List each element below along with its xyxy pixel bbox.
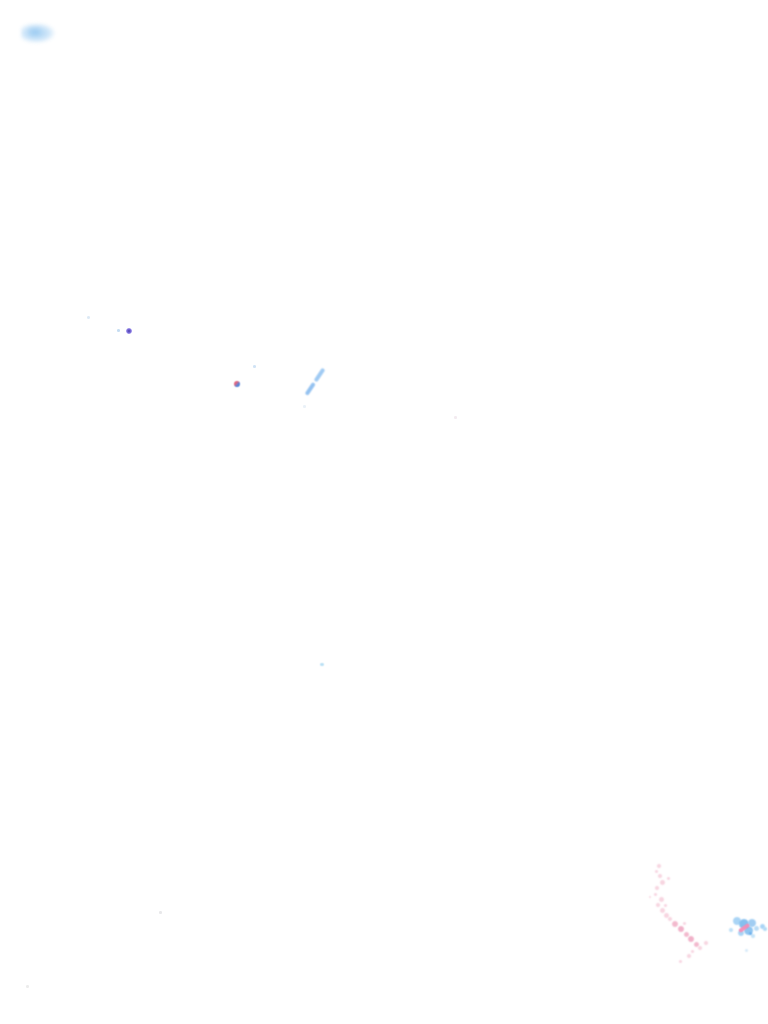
watercolor-cloud-topleft [21, 23, 55, 43]
faint-gray-speck-bottomleft [159, 911, 162, 914]
pink-island-chain-part [672, 921, 678, 927]
blue-brush-streak-upper [313, 367, 325, 383]
faint-pink-speck-center [454, 416, 457, 419]
pink-island-chain-part [655, 886, 659, 890]
pink-island-chain-part [663, 903, 667, 907]
pink-island-chain-part [666, 876, 670, 880]
tiny-blue-speck-center [320, 663, 324, 666]
pink-island-chain-part [663, 912, 669, 918]
pink-island-chain-part [658, 874, 662, 878]
pink-island-chain-part [659, 879, 665, 885]
faint-speck-upper-left [87, 316, 90, 319]
red-blue-ink-speck [234, 381, 240, 387]
blue-smudge-bottomright-part [763, 927, 767, 931]
blue-smudge-bottomright-part [738, 930, 744, 936]
blue-smudge-bottomright-part [743, 925, 753, 935]
pink-island-chain-part [668, 917, 672, 921]
pink-island-chain-part [657, 864, 661, 868]
pink-island-chain-part [649, 896, 651, 898]
pink-island-chain-part [658, 896, 664, 902]
pink-island-chain-part [690, 949, 694, 953]
pink-island-chain-part [656, 903, 660, 907]
pink-island-chain-part [687, 954, 691, 958]
pink-island-chain-part [659, 907, 665, 913]
faint-blue-speck-mid [253, 365, 256, 368]
watercolor-cloud-topleft-core [28, 27, 43, 37]
pink-island-chain-part [653, 892, 657, 896]
pink-island-chain-part [704, 941, 708, 945]
blue-smudge-bottomright-part [759, 923, 765, 929]
blue-smudge-bottomright-part [744, 924, 748, 928]
blue-smudge-bottomright-part [729, 928, 733, 932]
pink-island-chain-part [678, 926, 684, 932]
pink-island-chain-part [693, 941, 699, 947]
blue-smudge-bottomright-part [748, 931, 752, 935]
pink-island-chain-part [654, 869, 658, 873]
pink-island-chain-part [688, 936, 694, 942]
pink-island-chain-part [698, 946, 702, 950]
light-blue-speck [117, 329, 120, 332]
indigo-dot [126, 328, 132, 334]
pink-island-chain-part [682, 921, 686, 925]
blue-smudge-bottomright-part [739, 919, 749, 929]
pink-island-chain-part [678, 959, 682, 963]
faint-gray-speck-corner [26, 985, 29, 988]
blue-smudge-bottomright-part [753, 925, 759, 931]
pink-streak-in-blue-smudge [738, 923, 750, 933]
blue-smudge-bottomright-part [744, 948, 748, 952]
faint-speck-below-streak [303, 405, 306, 408]
blue-brush-streak-lower [304, 382, 316, 396]
pink-island-chain-part [683, 931, 689, 937]
blue-smudge-bottomright-part [748, 919, 756, 927]
blue-smudge-bottomright-part [751, 934, 755, 938]
blue-smudge-bottomright-part [733, 917, 741, 925]
